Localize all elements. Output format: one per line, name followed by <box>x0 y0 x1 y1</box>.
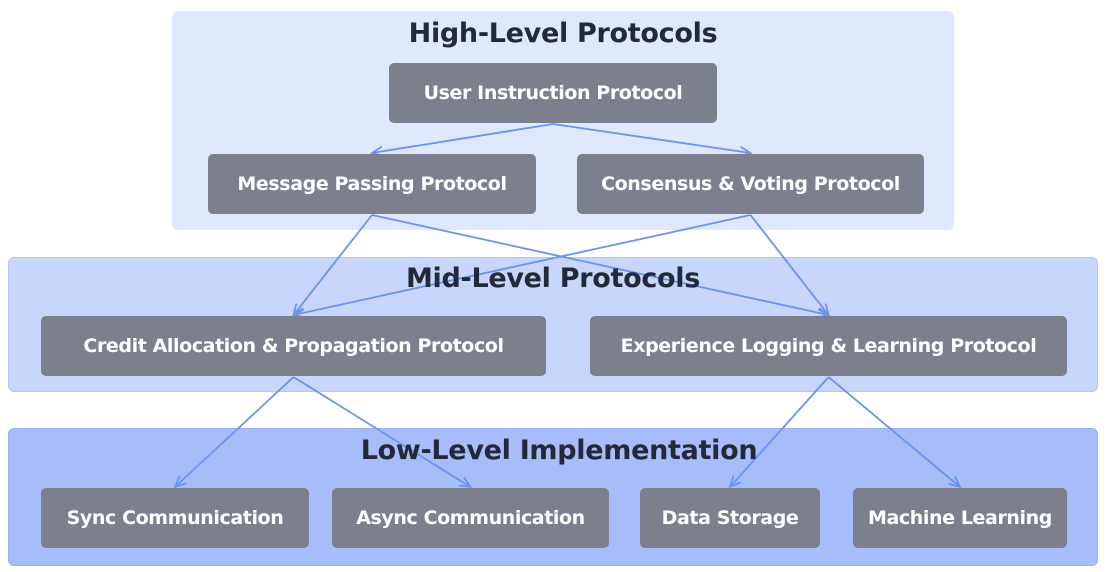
node-async-communication[interactable]: Async Communication <box>332 488 609 548</box>
node-consensus-voting-protocol[interactable]: Consensus & Voting Protocol <box>577 154 924 214</box>
node-data-storage[interactable]: Data Storage <box>640 488 820 548</box>
node-user-instruction-protocol[interactable]: User Instruction Protocol <box>389 63 717 123</box>
node-sync-communication[interactable]: Sync Communication <box>41 488 309 548</box>
node-machine-learning[interactable]: Machine Learning <box>853 488 1067 548</box>
node-message-passing-protocol[interactable]: Message Passing Protocol <box>208 154 536 214</box>
node-experience-logging-protocol[interactable]: Experience Logging & Learning Protocol <box>590 316 1067 376</box>
tier-title-low: Low-Level Implementation <box>360 435 758 466</box>
node-credit-allocation-protocol[interactable]: Credit Allocation & Propagation Protocol <box>41 316 546 376</box>
tier-title-mid: Mid-Level Protocols <box>405 263 701 294</box>
tier-title-high: High-Level Protocols <box>408 18 718 49</box>
